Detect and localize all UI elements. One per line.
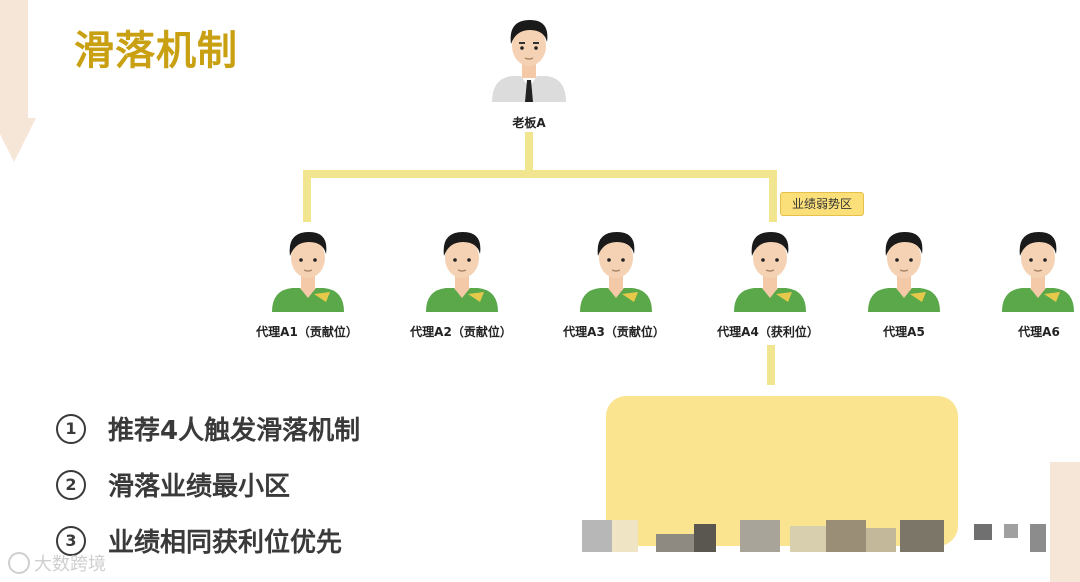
agent-a4-label: 代理A4（获利位）	[717, 325, 819, 339]
agent-a6-avatar	[1002, 232, 1074, 312]
rule-item-2: 2 滑落业绩最小区	[56, 466, 290, 503]
connector-a4-below	[767, 345, 775, 385]
pixelated-block	[1004, 524, 1018, 538]
connector-boss-down	[525, 132, 533, 176]
rule-item-1: 1 推荐4人触发滑落机制	[56, 410, 360, 447]
agent-a5-avatar	[868, 232, 940, 312]
pixelated-block	[826, 520, 866, 552]
connector-horizontal	[303, 170, 777, 178]
decor-right-bar	[1050, 462, 1080, 582]
weak-zone-tag: 业绩弱势区	[780, 192, 864, 216]
agent-a3-label: 代理A3（贡献位）	[563, 325, 665, 339]
watermark: 大数跨境	[8, 550, 106, 576]
agent-a6-label: 代理A6	[1018, 325, 1060, 339]
connector-a1-down	[303, 170, 311, 222]
agent-a2-label: 代理A2（贡献位）	[410, 325, 512, 339]
rule-number: 2	[56, 469, 86, 500]
agent-a1-avatar	[272, 232, 344, 312]
boss-label: 老板A	[512, 116, 546, 130]
page-title: 滑落机制	[74, 28, 238, 74]
pixelated-block	[1030, 524, 1046, 552]
pixelated-block	[656, 534, 694, 552]
rule-item-3: 3 业绩相同获利位优先	[56, 522, 342, 559]
pixelated-block	[900, 520, 944, 552]
pixelated-block	[740, 520, 780, 552]
rule-text: 业绩相同获利位优先	[108, 528, 343, 558]
agent-a1-label: 代理A1（贡献位）	[256, 325, 358, 339]
pixelated-block	[582, 520, 612, 552]
highlight-box	[606, 396, 958, 546]
rule-text: 推荐4人触发滑落机制	[108, 416, 361, 446]
rule-number: 3	[56, 525, 86, 556]
pixelated-block	[866, 528, 896, 552]
decor-left-bar	[0, 0, 28, 120]
rule-number: 1	[56, 413, 86, 444]
connector-a4-down	[769, 170, 777, 222]
pixelated-block	[974, 524, 992, 540]
agent-a2-avatar	[426, 232, 498, 312]
pixelated-block	[694, 524, 716, 552]
agent-a4-avatar	[734, 232, 806, 312]
watermark-text: 大数跨境	[34, 554, 106, 575]
watermark-logo-icon	[8, 552, 30, 574]
boss-avatar	[492, 20, 566, 102]
agent-a5-label: 代理A5	[883, 325, 925, 339]
pixelated-block	[790, 526, 826, 552]
decor-down-arrow-icon	[0, 118, 36, 162]
agent-a3-avatar	[580, 232, 652, 312]
rule-text: 滑落业绩最小区	[108, 472, 291, 502]
pixelated-block	[612, 520, 638, 552]
